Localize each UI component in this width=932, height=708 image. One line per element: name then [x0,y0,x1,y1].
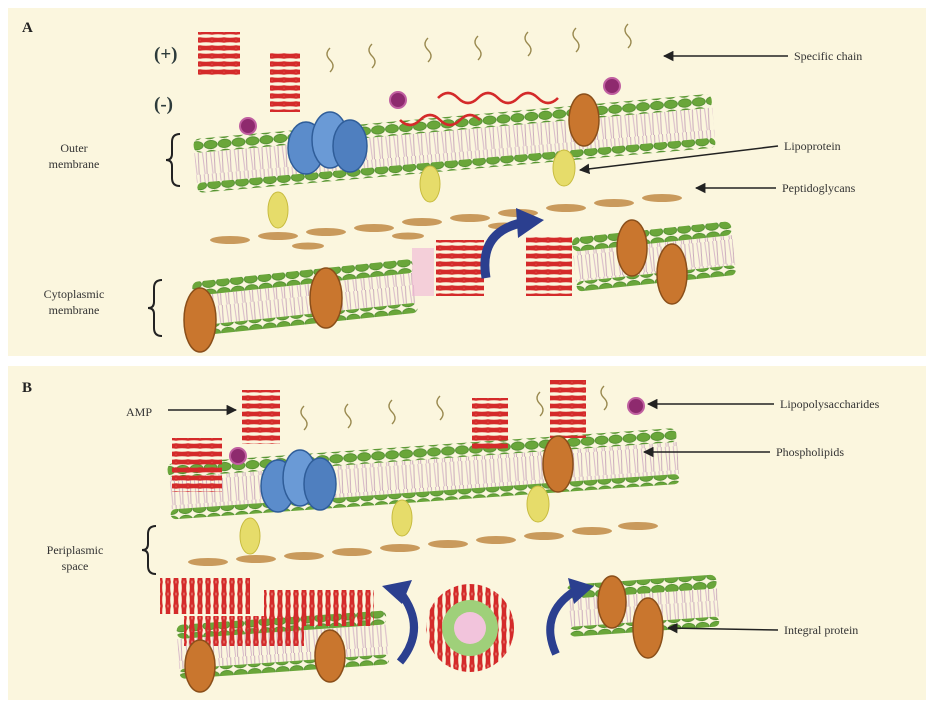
lps-dot [390,92,406,108]
amp-peptide [198,32,240,76]
panel-b-illustration [8,366,926,700]
integral-protein [657,244,687,304]
outer-membrane-brace [166,134,180,186]
lipoprotein [420,166,440,202]
lps-dot [240,118,256,134]
integral-protein [184,288,216,352]
porin-protein [288,112,367,174]
integral-protein [569,94,599,146]
integral-protein [185,640,215,692]
lipoprotein [392,500,412,536]
panel-a: A (+) (-) Specific chain Lipoprotein Pep… [8,8,926,356]
panel-b: B AMP Lipopolysaccharides Phospholipids … [8,366,926,700]
panel-a-illustration [8,8,926,356]
amp-peptide-chain [438,93,558,103]
lps-dot [628,398,644,414]
cytoplasmic-membrane-right [571,221,736,291]
amp-pore-peptide [436,240,484,296]
lipoprotein [527,486,549,522]
lipoprotein [268,192,288,228]
specific-chains [327,24,631,72]
periplasmic-space-brace [142,526,156,574]
lps-dot [230,448,246,464]
lipoprotein [240,518,260,554]
amp-peptide [472,398,508,450]
amp-peptide [172,438,222,492]
lps-dot [604,78,620,94]
integral-protein [310,268,342,328]
micelle [426,584,514,672]
amp-peptide [242,390,280,444]
amp-peptide [270,52,300,112]
integral-protein [633,598,663,658]
cytoplasmic-membrane-left [192,259,418,336]
integral-protein-pointer [668,628,778,630]
lipoprotein [553,150,575,186]
integral-protein [617,220,647,276]
pore-lipid [412,248,434,296]
integral-protein [598,576,626,628]
integral-protein [315,630,345,682]
cytoplasmic-membrane-brace [148,280,162,336]
amp-carpet-peptides [160,578,250,614]
integral-protein [543,436,573,492]
amp-pore-peptide [526,236,572,296]
amp-peptide [550,380,586,438]
